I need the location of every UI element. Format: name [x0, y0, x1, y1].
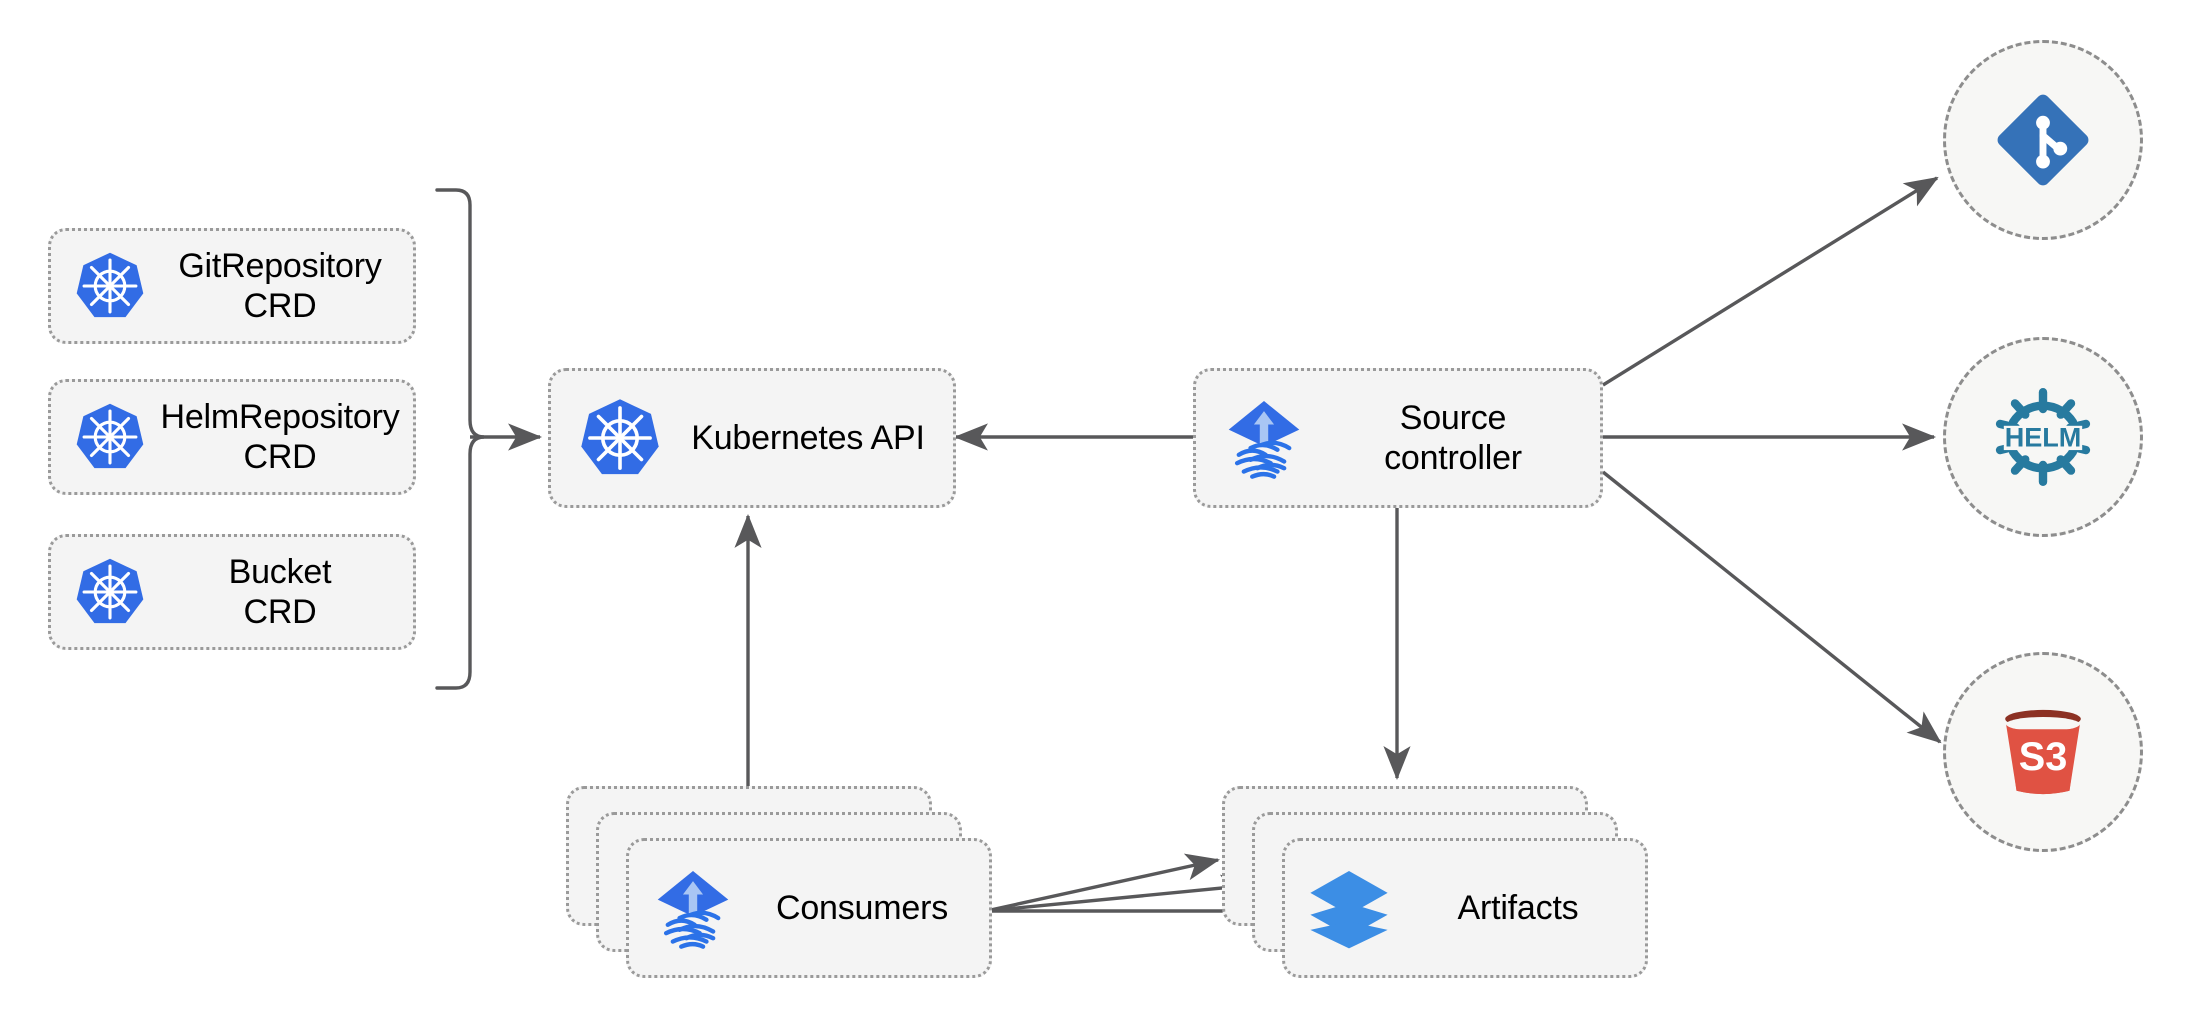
- node-artifacts-label: Artifacts: [1457, 888, 1579, 927]
- kubernetes-icon: [73, 249, 147, 323]
- kubernetes-icon: [73, 400, 147, 474]
- node-artifacts[interactable]: Artifacts: [1282, 838, 1648, 978]
- crd-card-label: HelmRepository CRD: [160, 397, 400, 476]
- node-consumers[interactable]: Consumers: [626, 838, 992, 978]
- node-source-controller[interactable]: Source controller: [1193, 368, 1603, 508]
- s3-label: S3: [2019, 735, 2068, 779]
- crd-card-label: GitRepository CRD: [178, 246, 382, 325]
- node-kubernetes-api-label: Kubernetes API: [691, 418, 925, 457]
- edge-consumers-to-artifacts-2: [985, 874, 1256, 913]
- s3-bucket-icon: S3: [1991, 700, 2095, 804]
- node-source-controller-label: Source controller: [1384, 398, 1522, 477]
- kubernetes-icon: [577, 395, 663, 481]
- flux-icon: [651, 866, 735, 950]
- node-artifacts-stack: Artifacts: [1222, 786, 1648, 986]
- crd-card-helmrepository[interactable]: HelmRepository CRD: [48, 379, 416, 495]
- crd-card-label: Bucket CRD: [228, 552, 332, 631]
- crd-card-bucket[interactable]: Bucket CRD: [48, 534, 416, 650]
- kubernetes-icon: [73, 555, 147, 629]
- node-consumers-stack: Consumers: [566, 786, 992, 986]
- crd-group-brace: [435, 188, 485, 690]
- helm-icon: HELM: [1987, 381, 2099, 493]
- node-kubernetes-api[interactable]: Kubernetes API: [548, 368, 956, 508]
- edge-source-controller-to-git: [1602, 176, 1939, 387]
- target-circle-s3[interactable]: S3: [1943, 652, 2143, 852]
- target-circle-git[interactable]: [1943, 40, 2143, 240]
- node-consumers-label: Consumers: [775, 888, 949, 927]
- flux-icon: [1222, 396, 1306, 480]
- git-icon: [1989, 86, 2097, 194]
- helm-label: HELM: [2005, 422, 2082, 452]
- edge-source-controller-to-s3: [1601, 470, 1942, 744]
- edge-consumers-to-artifacts-1: [985, 853, 1220, 913]
- crd-card-gitrepository[interactable]: GitRepository CRD: [48, 228, 416, 344]
- layers-icon: [1307, 866, 1391, 950]
- target-circle-helm[interactable]: HELM: [1943, 337, 2143, 537]
